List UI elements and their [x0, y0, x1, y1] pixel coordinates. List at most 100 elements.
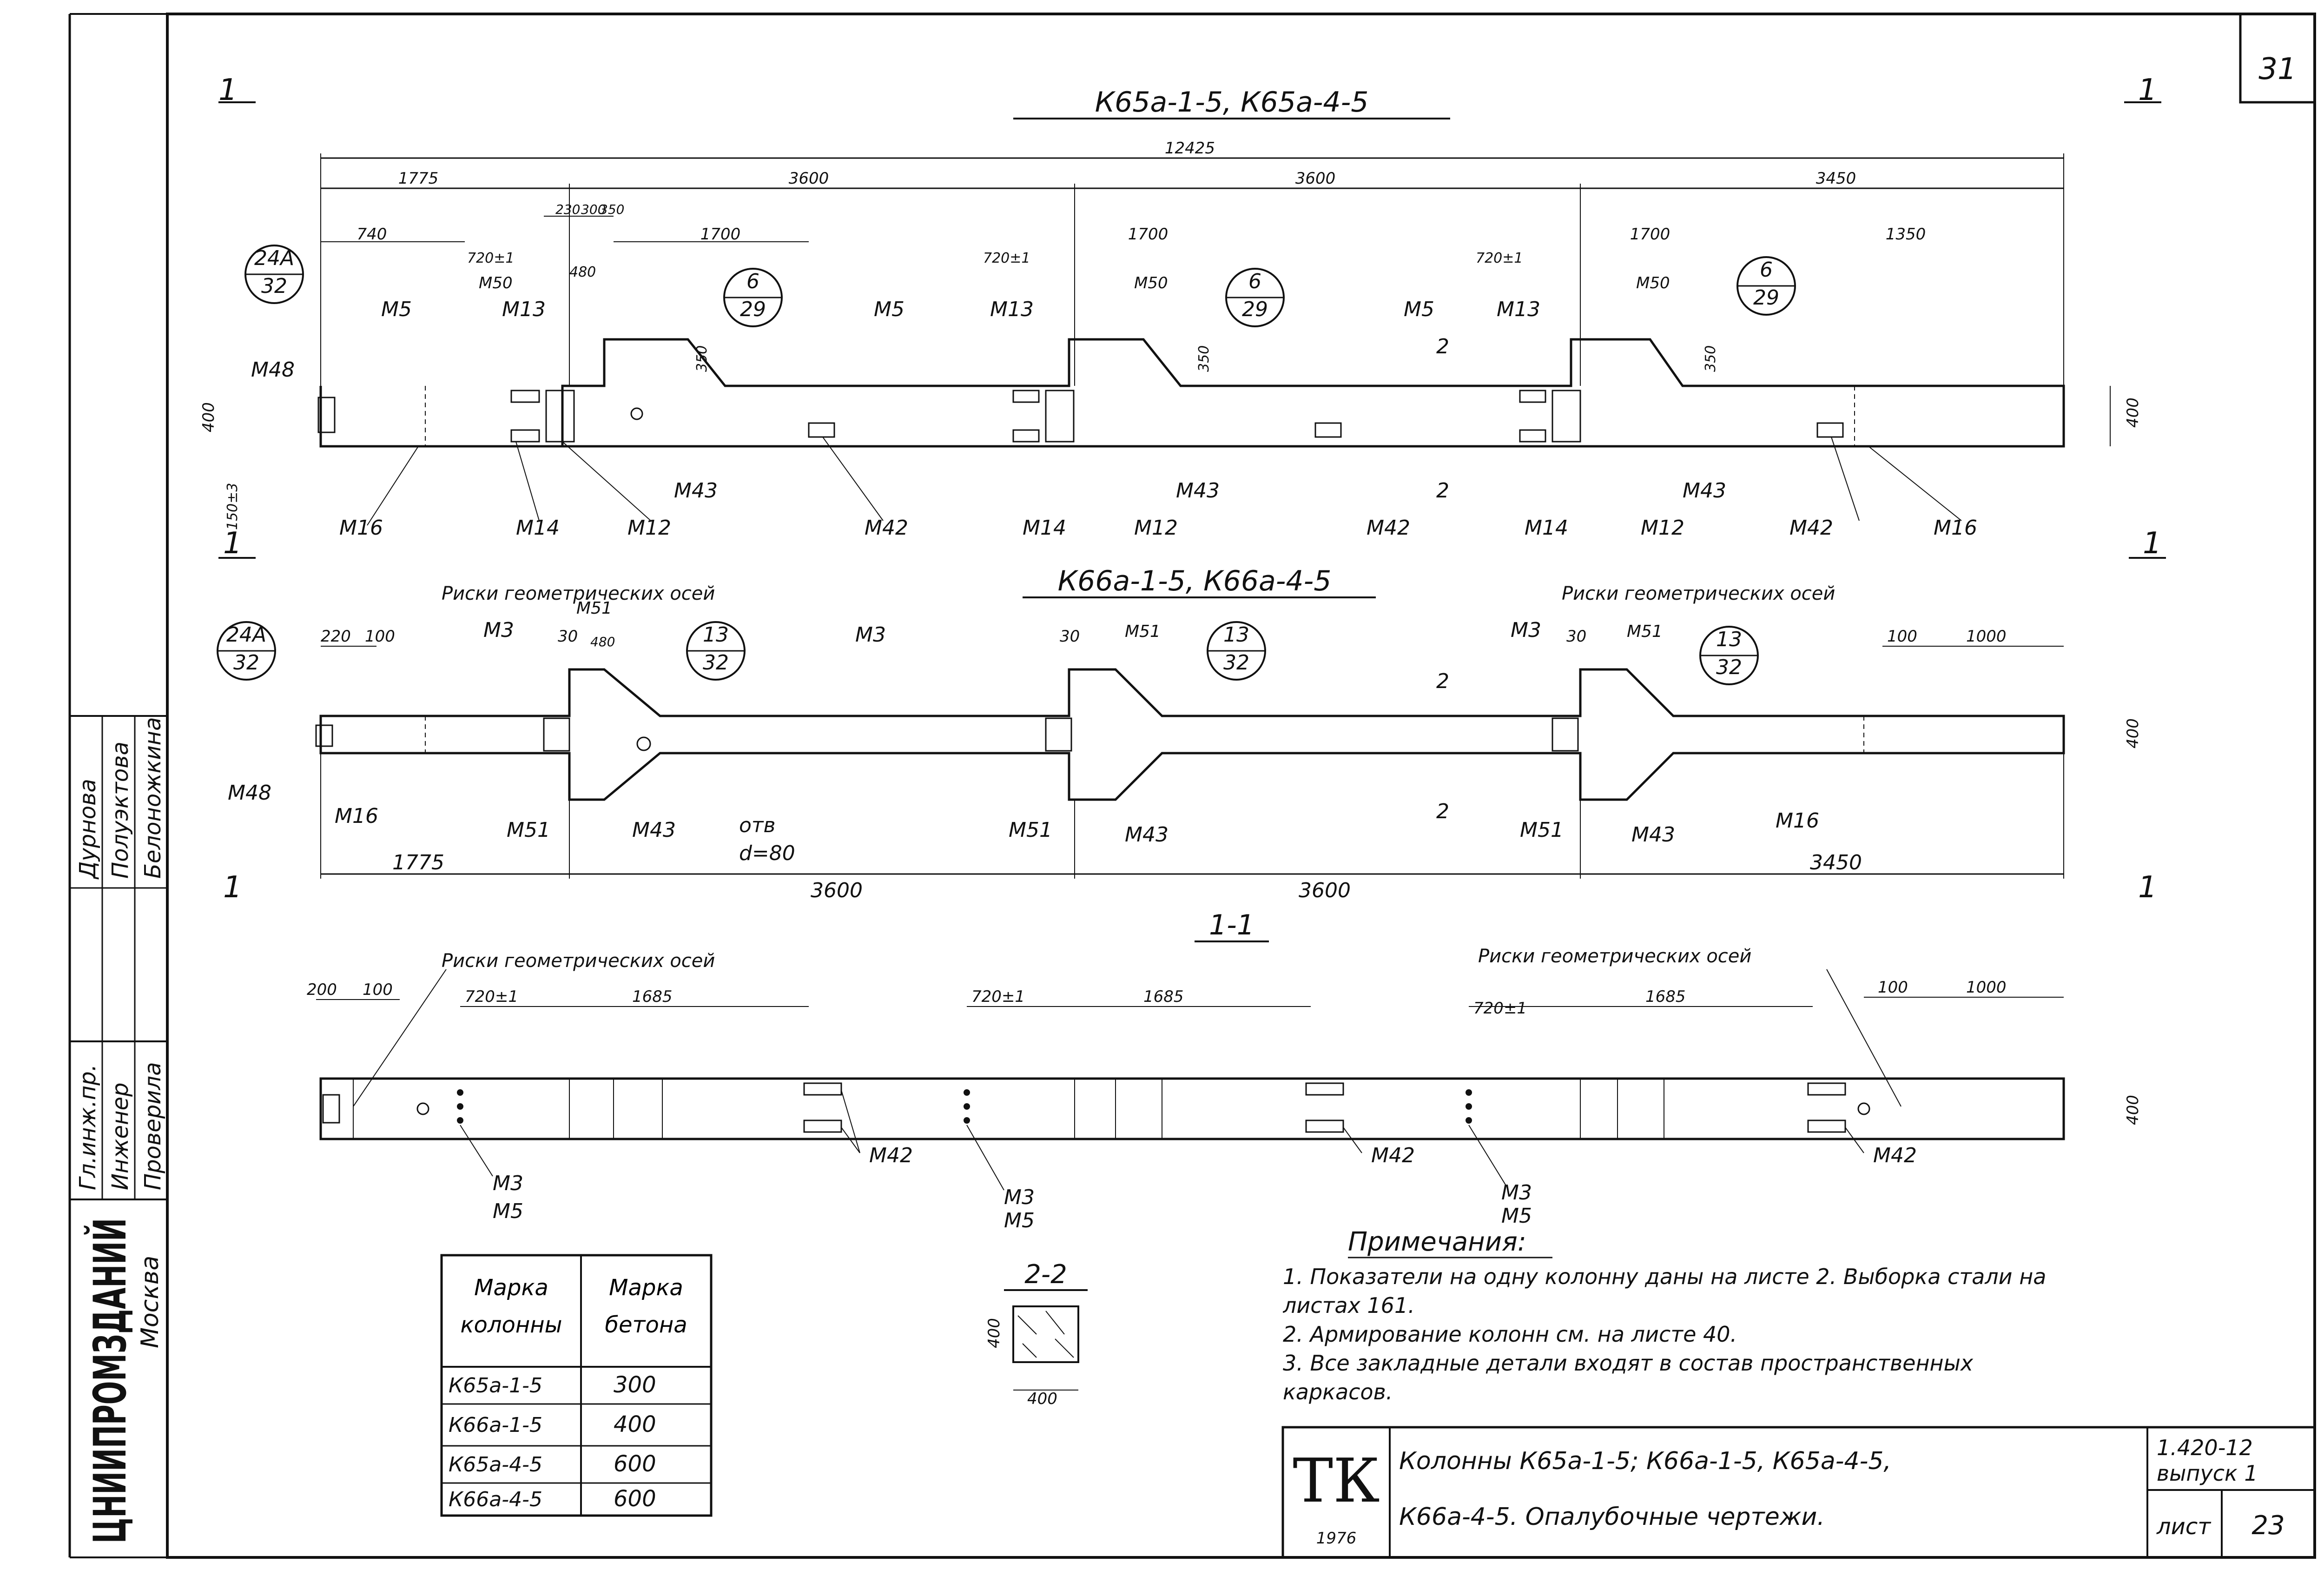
dim-30-c: 30 [1566, 627, 1586, 646]
list-label: лист [2156, 1514, 2212, 1540]
elevation-k65a: К65а-1-5, К65а-4-5 12425 1775 3600 3600 … [199, 73, 2166, 561]
mark-m43-2b: М43 [1125, 823, 1169, 847]
mark-m42-s1: М42 [869, 1144, 913, 1167]
note-3: 3. Все закладные детали входят в состав … [1283, 1351, 1974, 1404]
mark-m42-s2: М42 [1371, 1144, 1415, 1167]
mark-m48: М48 [251, 358, 295, 382]
section-mark-2-a: 2 [1436, 335, 1449, 358]
risk-label-s2: Риски геометрических осей [1478, 946, 1751, 967]
mark-m5-c: М5 [1404, 298, 1434, 321]
mark-m3-s3: М3 [1501, 1181, 1532, 1205]
mark-m43-2a: М43 [632, 818, 676, 842]
dim-span-3: 3600 [1295, 169, 1336, 188]
section-mark-1-bl: 1 [223, 526, 242, 561]
dim-1000-s: 1000 [1966, 978, 2007, 997]
mark-m42-a: М42 [865, 516, 908, 540]
tk-mark: ТК [1293, 1445, 1380, 1516]
dim-230: 230 [555, 202, 580, 217]
mark-m50-a: М50 [479, 274, 513, 292]
notes-title: Примечания: [1348, 1227, 1526, 1257]
dim-100-a: 100 [365, 627, 395, 646]
org-stamp: Гл.инж.пр. Инженер Проверила Дурнова Пол… [70, 715, 167, 1543]
role-engineer: Инженер [107, 1083, 133, 1190]
elevation-k66a: К66а-1-5, К66а-4-5 Риски геометрических … [217, 565, 2157, 905]
svg-text:13: 13 [1716, 628, 1742, 651]
hole-label: отв [739, 814, 775, 837]
dim-720-a: 720±1 [467, 250, 514, 266]
dim-480: 480 [569, 264, 596, 280]
dim-30-a: 30 [558, 627, 578, 646]
dim-1000: 1000 [1966, 627, 2007, 646]
mark-m51-top-c: М51 [1627, 622, 1663, 641]
section-2-2-size-h: 400 [1027, 1390, 1057, 1408]
corner-number: 31 [2258, 52, 2296, 86]
dim-480-2: 480 [590, 634, 615, 649]
svg-text:13: 13 [703, 623, 729, 647]
elevation-1-title: К65а-1-5, К65а-4-5 [1095, 86, 1369, 119]
title-block: ТК 1976 Колонны К65а-1-5; К66а-1-5, К65а… [1281, 1426, 2316, 1559]
svg-text:32: 32 [233, 651, 259, 675]
risk-label-2a: Риски геометрических осей [442, 583, 715, 604]
span2-1: 1775 [392, 851, 444, 874]
section-mark-1-br: 1 [2143, 526, 2162, 561]
dim-100-s2: 100 [1878, 978, 1908, 997]
section-1-1-outline [319, 1077, 2065, 1140]
mark-m5-a: М5 [381, 298, 412, 321]
anchor-m48-2 [315, 724, 333, 747]
mark-m43-2c: М43 [1631, 823, 1675, 847]
rebar-dots [457, 1089, 1472, 1124]
risk-label-2b: Риски геометрических осей [1562, 583, 1835, 604]
dim-220: 220 [321, 627, 351, 646]
dim-740: 740 [357, 225, 387, 244]
mark-m43-b: М43 [1176, 479, 1220, 503]
callout-24a-2 [217, 621, 276, 681]
dim-overall: 12425 [1165, 139, 1215, 158]
mark-m13-c: М13 [1497, 298, 1540, 321]
section-2-2-size-v: 400 [985, 1318, 1004, 1348]
note-2: 2. Армирование колонн см. на листе 40. [1283, 1322, 1737, 1347]
mark-m16-b: М16 [1934, 516, 1977, 540]
table-cell: 600 [614, 1486, 656, 1512]
svg-text:29: 29 [740, 298, 766, 321]
callout-24a-1 [244, 245, 304, 304]
dim-1350: 1350 [1886, 225, 1926, 244]
section-1-1-title: 1-1 [1209, 909, 1254, 941]
mark-m5-s2: М5 [1004, 1209, 1035, 1232]
mark-m48-2: М48 [228, 781, 271, 805]
role-chief: Гл.инж.пр. [75, 1064, 101, 1190]
svg-text:29: 29 [1242, 298, 1268, 321]
mark-m13-a: М13 [502, 298, 546, 321]
note-1: 1. Показатели на одну колонну даны на ли… [1283, 1264, 2047, 1318]
table-cell: К66а-1-5 [449, 1413, 542, 1437]
org-name: ЦНИИПРОМЗДАНИЙ [84, 1218, 136, 1543]
sheet-issue: выпуск 1 [2157, 1461, 2258, 1486]
table-header-mark: Марка колонны [460, 1275, 562, 1338]
dim-720-s1: 720±1 [465, 987, 518, 1006]
mark-m42-c: М42 [1789, 516, 1833, 540]
mark-m12-c: М12 [1641, 516, 1684, 540]
dim-span-4: 3450 [1816, 169, 1856, 188]
dim-1685-b: 1685 [1143, 987, 1184, 1006]
mark-m51-bot-c: М51 [1520, 818, 1564, 842]
person-1: Дурнова [75, 779, 101, 880]
mark-m51-bot-a: М51 [507, 818, 550, 842]
mark-m5-s1: М5 [493, 1199, 523, 1223]
mark-m43-c: М43 [1683, 479, 1726, 503]
section-2-2: 2-2 400 400 [985, 1259, 1088, 1408]
mark-m3-b: М3 [855, 623, 886, 647]
mark-m3-s1: М3 [493, 1172, 523, 1195]
elevation-2-title: К66а-1-5, К66а-4-5 [1058, 565, 1332, 597]
concrete-grade-table: Марка колонны Марка бетона К65а-1-5 300 … [440, 1254, 713, 1517]
mark-m50-c: М50 [1636, 274, 1670, 292]
dim-350: 350 [600, 202, 624, 217]
callout-13-32: 13 32 13 32 13 32 [686, 621, 1759, 685]
height-400-left: 400 [199, 402, 218, 432]
section-mark-2-d: 2 [1436, 800, 1449, 823]
table-cell: 300 [614, 1372, 656, 1398]
span2-3: 3600 [1299, 879, 1351, 902]
svg-text:6: 6 [746, 270, 759, 293]
dim-1700-a: 1700 [700, 225, 741, 244]
list-number: 23 [2251, 1510, 2284, 1541]
section-mark-2-b: 2 [1436, 479, 1449, 503]
svg-text:32: 32 [261, 274, 287, 298]
